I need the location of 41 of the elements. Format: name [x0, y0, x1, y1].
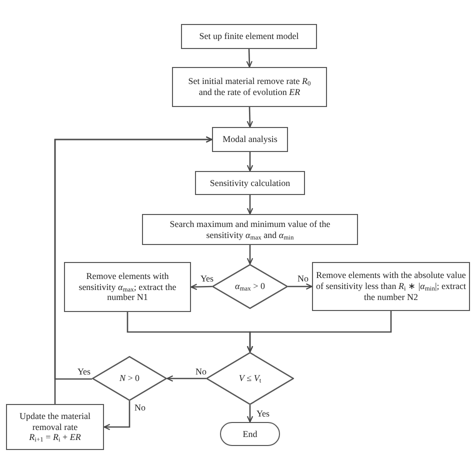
process-box [6, 404, 104, 450]
arrow [246, 245, 254, 264]
decision-diamond [206, 352, 294, 405]
terminal-text: End [242, 428, 258, 440]
decision-diamond [212, 264, 288, 309]
process-text: Search maximum and minimum value of the sensitivity α$_{max}$ and α$_{min}$ [168, 218, 332, 240]
process-box [181, 24, 317, 49]
arrow [246, 405, 254, 422]
arrow [246, 195, 254, 214]
process-text: R$_{i+1}$ = R$_{i}$ + ER [29, 432, 81, 444]
decision-text: α$_{max}$ > 0 [235, 281, 265, 292]
arrow [246, 106, 253, 128]
decision-text: N > 0 [119, 373, 140, 384]
arrow [190, 284, 212, 290]
process-text: Modal analysis [222, 134, 278, 145]
edge-label: Yes [199, 274, 215, 284]
decision-text: V ≤ V$_{t}$ [238, 373, 262, 384]
process-text: Update the material removal rate [18, 410, 92, 432]
process-box [142, 214, 358, 245]
arrow [166, 375, 206, 382]
process-box [195, 171, 305, 195]
process-text: Remove elements with sensitivity α$_{max}$; extract the number N1 [78, 270, 178, 304]
process-box [172, 67, 327, 107]
edge-label: Yes [76, 368, 92, 376]
process-box [212, 127, 288, 152]
edge-label: No [296, 274, 310, 284]
process-text: Sensitivity calculation [210, 178, 290, 188]
process-box [312, 262, 470, 311]
arrow [104, 401, 130, 430]
edge-label: No [134, 404, 146, 412]
edge-label: Yes [255, 410, 271, 418]
process-text: Remove elements with the absolute value of sensitivity less than R$_{i}$ ∗ |α$_{min}$|; extract the number N2 [316, 270, 466, 303]
process-box [64, 262, 191, 312]
arrow [246, 48, 252, 68]
decision-diamond [92, 356, 167, 401]
arrow [246, 311, 392, 352]
process-text: Set initial material remove rate R$_{0}$ and the rate of evolution ER [187, 76, 312, 98]
arrow [288, 283, 312, 290]
edge-label: No [194, 368, 208, 376]
process-text: Set up finite element model [199, 31, 299, 42]
arrow [246, 152, 254, 172]
